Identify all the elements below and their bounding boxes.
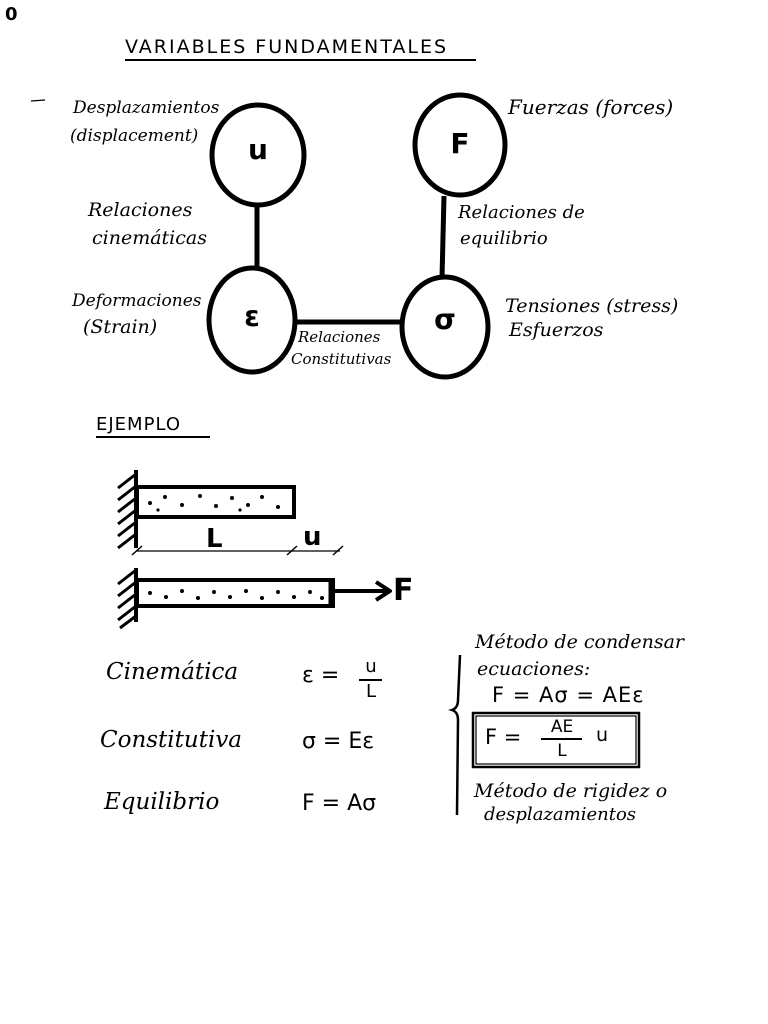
stress-symbol: σ <box>434 303 456 336</box>
kin-label-line2: cinemáticas <box>92 227 207 249</box>
example-heading: EJEMPLO <box>96 414 181 435</box>
f-symbol: F <box>450 127 470 160</box>
eq-label-line2: equilibrio <box>460 228 548 249</box>
dim-l-label: L <box>206 524 223 554</box>
boxed-formula-frame <box>471 711 641 769</box>
u-label-line1: Desplazamientos <box>73 98 220 118</box>
method-line3: Método de rigidez o <box>474 780 668 802</box>
boxed-rhs: u <box>596 724 609 746</box>
method-line1: Método de condensar <box>475 631 684 653</box>
page-mark: 0 <box>5 4 18 25</box>
dim-u-label: u <box>303 522 322 552</box>
stray-mark <box>30 99 46 102</box>
stress-label-line2: Esfuerzos <box>509 319 604 341</box>
page-title: VARIABLES FUNDAMENTALES <box>125 36 449 58</box>
kin-equation-name: Cinemática <box>106 659 239 685</box>
const-equation: σ = Eε <box>302 729 375 754</box>
stress-label-line1: Tensiones (stress) <box>505 295 679 317</box>
kin-frac-num: u <box>365 656 377 677</box>
boxed-frac-den: L <box>557 741 567 761</box>
const-equation-name: Constitutiva <box>100 727 243 753</box>
eq-label-line1: Relaciones de <box>458 202 585 223</box>
const-label-line2: Constitutivas <box>291 350 392 368</box>
equil-equation-name: Equilibrio <box>104 789 220 815</box>
u-symbol: u <box>248 133 268 166</box>
kin-label-line1: Relaciones <box>88 199 193 221</box>
boxed-lhs: F = <box>485 725 522 749</box>
strain-symbol: ε <box>244 300 260 333</box>
const-label-line1: Relaciones <box>298 328 381 346</box>
method-bracket <box>448 654 462 816</box>
strain-label-line2: (Strain) <box>83 316 158 338</box>
method-line2: ecuaciones: <box>477 658 591 680</box>
kin-equation-lhs: ε = <box>302 663 340 688</box>
boxed-frac-num: AE <box>550 717 574 737</box>
f-circle <box>412 92 508 198</box>
kin-frac-den: L <box>365 681 377 702</box>
bar-undeformed <box>135 485 296 519</box>
bar-deformed <box>135 578 335 608</box>
equil-equation: F = Aσ <box>302 791 377 816</box>
equil-connector <box>439 195 447 279</box>
force-label: F <box>393 573 414 608</box>
u-label-line2: (displacement) <box>70 126 199 146</box>
f-label: Fuerzas (forces) <box>508 95 674 119</box>
strain-label-line1: Deformaciones <box>72 291 202 311</box>
method-line4: desplazamientos <box>484 804 637 825</box>
method-eq1: F = Aσ = AEε <box>492 683 645 707</box>
stress-circle <box>399 274 491 380</box>
